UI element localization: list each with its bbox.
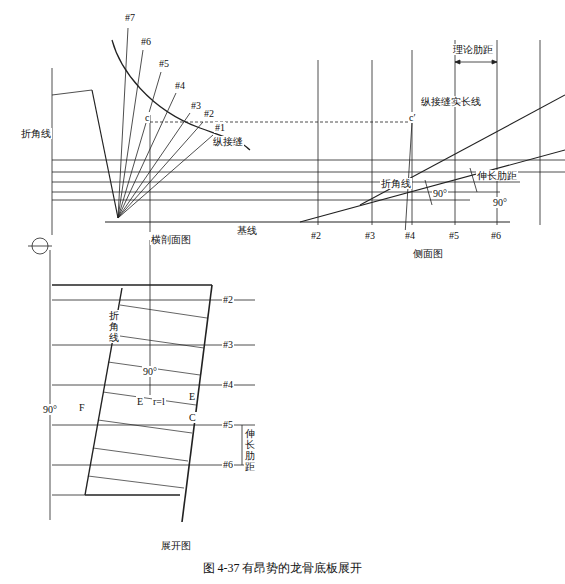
drawing-label: #4 <box>222 379 234 390</box>
drawing-label: #6 <box>222 459 234 470</box>
drawing-label: c′ <box>408 112 417 123</box>
drawing-label: 折角线 <box>20 128 52 139</box>
drawing-label: 折角线 <box>380 178 412 189</box>
drawing-label: c <box>144 112 150 123</box>
drawing-label: #4 <box>404 230 416 241</box>
drawing-label: 伸长肋距 <box>244 428 256 472</box>
drawing-label: #6 <box>140 36 152 47</box>
drawing-label: #7 <box>124 12 136 23</box>
drawing-label: E <box>136 396 144 407</box>
drawing-label: #5 <box>222 419 234 430</box>
drawing-label: 横剖面图 <box>150 234 192 245</box>
drawing-label: 折角线 <box>108 310 120 343</box>
drawing-label: #3 <box>190 100 202 111</box>
drawing-label: r=l <box>152 396 166 407</box>
drawing-label: C <box>188 412 197 423</box>
drawing-label: 90° <box>492 197 508 208</box>
drawing-label: #2 <box>310 230 322 241</box>
drawing-label: 伸长肋距 <box>476 170 518 181</box>
drawing-label: #5 <box>158 58 170 69</box>
drawing-label: #2 <box>203 108 215 119</box>
drawing-label: 展开图 <box>160 540 192 551</box>
drawing-label: E <box>188 391 196 402</box>
drawing-label: 纵接缝 <box>212 136 244 147</box>
drawing-label: 侧面图 <box>412 248 444 259</box>
drawing-label: #3 <box>364 230 376 241</box>
drawing-label: #3 <box>222 339 234 350</box>
drawing-label: 90° <box>142 366 158 377</box>
drawing-label: 90° <box>42 404 58 415</box>
drawing-label: 基线 <box>236 225 258 236</box>
drawing-label: #1 <box>214 122 226 133</box>
drawing-label: 纵接缝实长线 <box>420 96 482 107</box>
drawing-label: F <box>78 402 86 413</box>
drawing-label: #6 <box>490 230 502 241</box>
drawing-label: 90° <box>432 188 448 199</box>
drawing-label: #2 <box>222 294 234 305</box>
drawing-label: 理论肋距 <box>452 44 494 55</box>
figure-caption: 图 4-37 有昂势的龙骨底板展开 <box>202 562 364 575</box>
drawing-label: #5 <box>448 230 460 241</box>
drawing-label: #4 <box>174 80 186 91</box>
